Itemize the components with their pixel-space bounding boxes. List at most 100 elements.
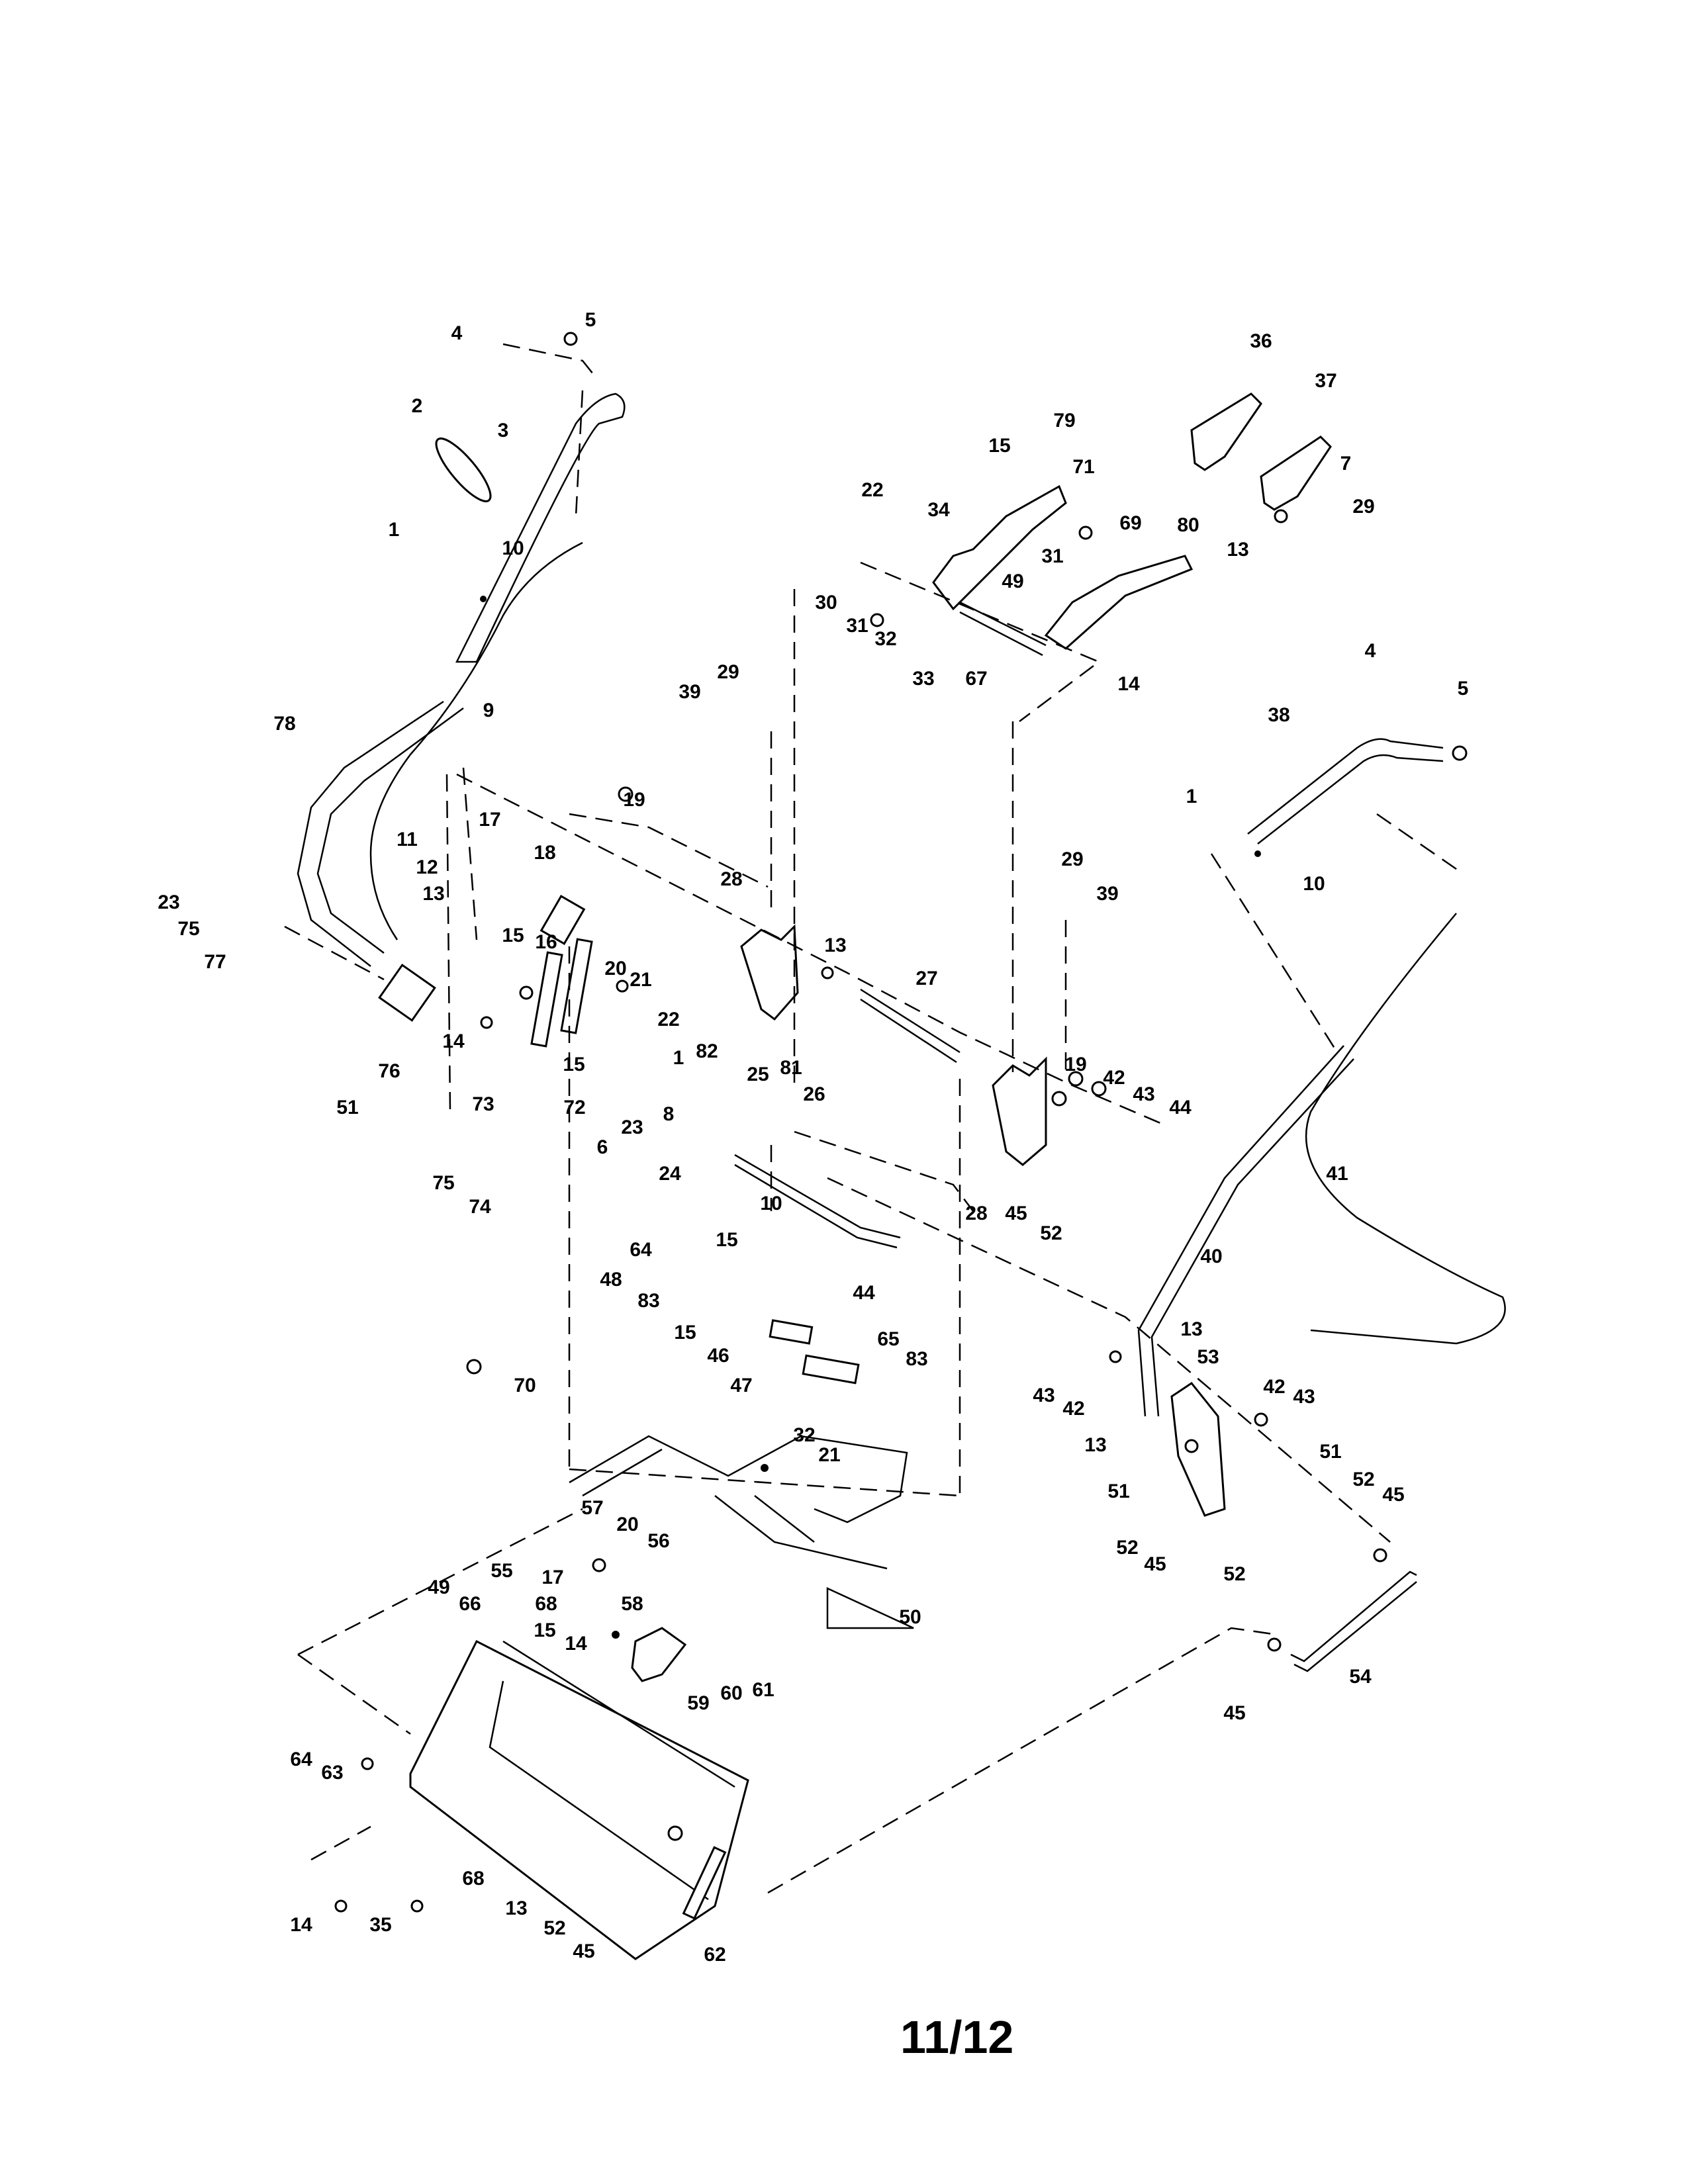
callout-label-37: 37 — [1315, 370, 1336, 392]
callout-label-14: 14 — [290, 1914, 312, 1936]
callout-label-40: 40 — [1200, 1246, 1222, 1267]
callout-label-46: 46 — [707, 1345, 729, 1367]
bracket-18 — [539, 894, 586, 946]
pivot-rod-10 — [734, 1154, 901, 1249]
callout-label-13: 13 — [505, 1897, 527, 1919]
callout-label-20: 20 — [604, 958, 626, 979]
mount-plate-28-left — [740, 924, 799, 1021]
callout-label-45: 45 — [1382, 1484, 1404, 1506]
callout-label-10: 10 — [1303, 873, 1325, 895]
callout-label-31: 31 — [846, 615, 868, 637]
bracket-79 — [932, 484, 1067, 611]
callout-label-20: 20 — [616, 1514, 638, 1535]
callout-label-81: 81 — [780, 1057, 802, 1079]
callout-label-66: 66 — [459, 1593, 481, 1615]
callout-label-13: 13 — [824, 934, 846, 956]
callout-label-43: 43 — [1133, 1083, 1154, 1105]
callout-label-64: 64 — [630, 1239, 652, 1261]
callout-label-17: 17 — [541, 1567, 563, 1588]
callout-label-21: 21 — [818, 1444, 840, 1466]
callout-label-24: 24 — [659, 1163, 681, 1185]
callout-label-64: 64 — [290, 1749, 312, 1770]
callout-label-54: 54 — [1349, 1666, 1372, 1688]
callout-label-62: 62 — [704, 1944, 726, 1966]
bracket-53 — [1170, 1381, 1226, 1517]
callout-label-1: 1 — [673, 1047, 684, 1069]
callout-label-69: 69 — [1119, 512, 1141, 534]
page-number: 11/12 — [900, 2011, 1014, 2063]
callout-label-39: 39 — [1096, 883, 1118, 905]
callout-label-52: 52 — [1223, 1563, 1245, 1585]
callout-label-3: 3 — [498, 420, 509, 441]
plate-37 — [1260, 435, 1332, 511]
link-16-b — [560, 938, 593, 1034]
lower-right-assembly — [1170, 1381, 1417, 1672]
callout-label-16: 16 — [535, 931, 557, 953]
callout-label-22: 22 — [657, 1009, 679, 1030]
callout-label-28: 28 — [965, 1203, 987, 1224]
callout-label-33: 33 — [912, 668, 934, 690]
callout-label-13: 13 — [1084, 1434, 1106, 1456]
rod-54 — [1290, 1570, 1417, 1672]
callout-label-30: 30 — [815, 592, 837, 614]
callout-label-34: 34 — [927, 499, 950, 521]
callout-label-83: 83 — [637, 1290, 659, 1312]
callout-label-55: 55 — [491, 1560, 512, 1582]
mount-plate-28-right — [992, 1056, 1047, 1166]
callout-label-83: 83 — [906, 1348, 927, 1370]
callout-label-49: 49 — [428, 1576, 449, 1598]
callout-label-60: 60 — [720, 1682, 742, 1704]
callout-label-10: 10 — [760, 1193, 782, 1214]
callout-label-15: 15 — [502, 925, 524, 946]
callout-label-78: 78 — [273, 713, 295, 735]
callout-label-57: 57 — [581, 1497, 603, 1519]
callout-label-72: 72 — [563, 1097, 585, 1118]
callout-label-27: 27 — [915, 968, 937, 989]
callout-label-1: 1 — [389, 519, 400, 541]
callout-label-56: 56 — [647, 1530, 669, 1552]
upper-right-handle-38 — [1247, 738, 1444, 844]
upper-handle-tube — [455, 392, 626, 663]
callout-label-22: 22 — [861, 479, 883, 501]
callout-label-13: 13 — [422, 883, 444, 905]
callout-label-75: 75 — [177, 918, 199, 940]
callout-label-17: 17 — [479, 809, 500, 831]
callout-label-42: 42 — [1103, 1067, 1125, 1089]
callout-label-31: 31 — [1041, 545, 1063, 567]
callout-label-9: 9 — [483, 700, 494, 721]
callout-label-25: 25 — [747, 1064, 769, 1085]
callout-label-13: 13 — [1180, 1318, 1202, 1340]
callout-label-5: 5 — [1458, 678, 1469, 700]
hardware — [334, 332, 1468, 1913]
callout-label-65: 65 — [877, 1328, 899, 1350]
callout-label-76: 76 — [378, 1060, 400, 1082]
callout-label-43: 43 — [1293, 1386, 1315, 1408]
callout-label-52: 52 — [1352, 1469, 1374, 1490]
callout-label-21: 21 — [630, 969, 651, 991]
callout-label-80: 80 — [1177, 514, 1199, 536]
callout-label-1: 1 — [1186, 786, 1197, 807]
control-bracket-76 — [378, 964, 436, 1022]
callout-label-68: 68 — [535, 1593, 557, 1615]
callout-label-28: 28 — [720, 868, 742, 890]
callout-label-13: 13 — [1227, 539, 1248, 561]
callout-label-18: 18 — [534, 842, 555, 864]
callout-label-14: 14 — [442, 1030, 465, 1052]
callout-label-11: 11 — [397, 829, 418, 850]
callout-label-32: 32 — [874, 628, 896, 650]
callout-label-51: 51 — [1319, 1441, 1341, 1463]
right-cable-41 — [1305, 913, 1506, 1345]
callout-label-51: 51 — [1107, 1480, 1129, 1502]
left-handle-assembly — [297, 392, 626, 1022]
callout-label-44: 44 — [853, 1282, 875, 1304]
callout-label-74: 74 — [469, 1196, 491, 1218]
callout-label-47: 47 — [730, 1375, 752, 1396]
callout-label-36: 36 — [1250, 330, 1272, 352]
callout-label-8: 8 — [663, 1103, 675, 1125]
callout-label-52: 52 — [1116, 1537, 1138, 1559]
callout-label-49: 49 — [1002, 570, 1023, 592]
callout-label-2: 2 — [412, 395, 423, 417]
callout-label-45: 45 — [1223, 1702, 1245, 1724]
callout-label-70: 70 — [514, 1375, 536, 1396]
